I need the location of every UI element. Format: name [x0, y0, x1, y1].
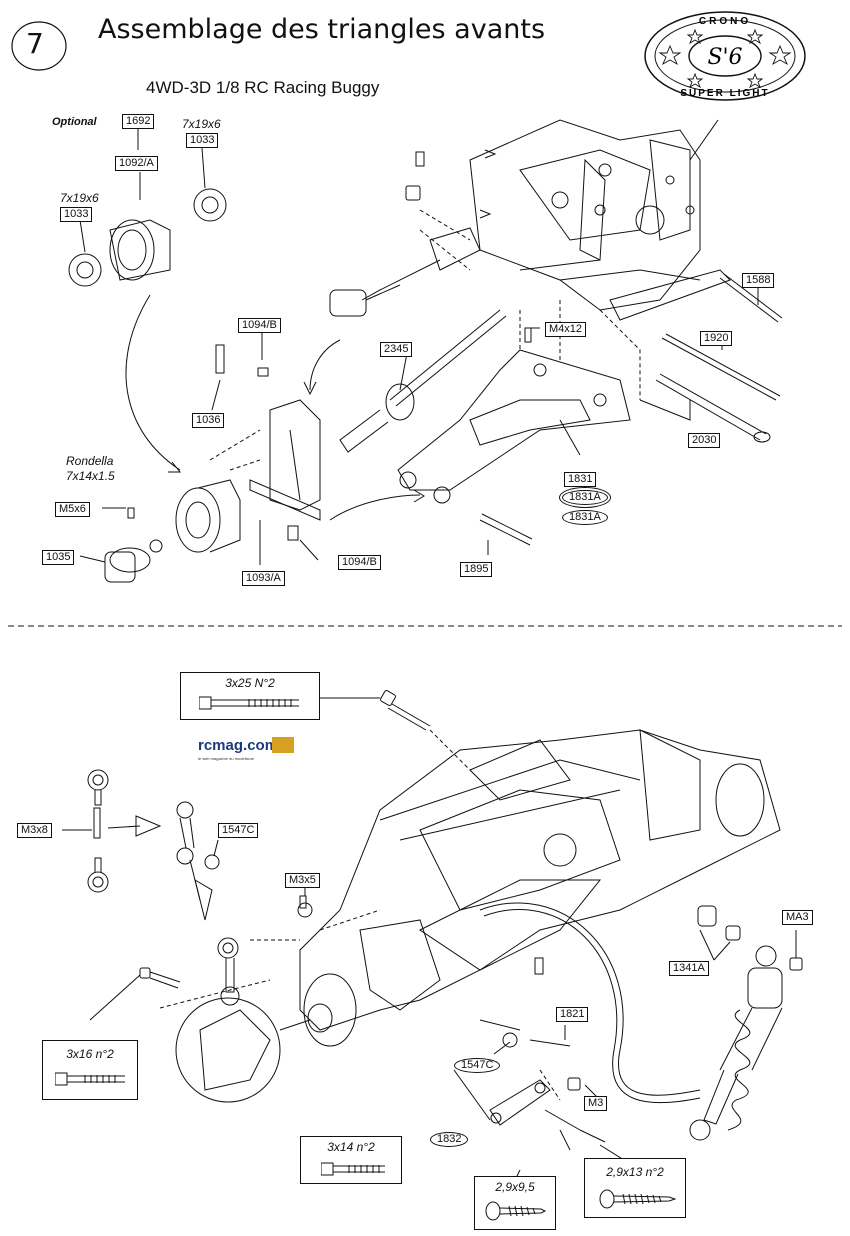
page-subtitle: 4WD-3D 1/8 RC Racing Buggy — [146, 78, 380, 97]
screw-3x25-label: 3x25 N°2 — [225, 676, 275, 690]
part-1092a: 1092/A — [115, 156, 158, 171]
screw-2-9x9-5-label: 2,9x9,5 — [495, 1180, 535, 1194]
part-1588: 1588 — [742, 273, 775, 288]
top-assembly-diagram — [68, 119, 783, 583]
bracket-drawings — [479, 957, 606, 1151]
pin-1895-drawing — [479, 513, 533, 546]
screw-3x14-label: 3x14 n°2 — [327, 1140, 375, 1154]
part-m3x5: M3x5 — [285, 873, 320, 888]
driveshaft-drawing — [339, 309, 507, 453]
part-1895: 1895 — [460, 562, 493, 577]
lower-arm-drawing — [397, 349, 631, 504]
part-ma3: MA3 — [782, 910, 813, 925]
part-1831a-double: 1831A — [562, 490, 608, 505]
small-screws — [127, 327, 532, 541]
screw-2-9x13-label: 2,9x13 n°2 — [606, 1165, 664, 1179]
part-1920: 1920 — [700, 331, 733, 346]
chassis-drawing — [299, 729, 781, 1047]
part-m4x12: M4x12 — [545, 322, 587, 337]
part-1093a: 1093/A — [242, 571, 285, 586]
watermark-brand: rcmag.com — [198, 737, 278, 754]
part-1821: 1821 — [556, 1007, 589, 1022]
part-m3x8: M3x8 — [17, 823, 52, 838]
screw-3x16-drawing — [139, 967, 181, 989]
steering-block-drawing — [249, 399, 321, 521]
screw-box-2-9x13: 2,9x13 n°2 — [584, 1158, 686, 1218]
detail-magnifier — [175, 997, 311, 1103]
part-1547c-upper: 1547C — [218, 823, 259, 838]
crono-logo: CRONO S'6 SUPER LIGHT — [644, 11, 806, 101]
lower-hub-drawing — [104, 479, 241, 583]
section-divider — [8, 625, 842, 627]
screw-box-2-9x9-5: 2,9x9,5 — [474, 1176, 556, 1230]
part-1547c-lower: 1547C — [454, 1058, 501, 1073]
front-bulkhead-drawing — [469, 119, 731, 321]
rcmag-watermark: rcmag.com le web magazine du modelisme — [196, 735, 296, 763]
screw-3x25-drawing — [380, 690, 431, 731]
antenna-wire-drawing — [479, 902, 701, 1104]
upper-arm-drawing — [329, 227, 481, 317]
header-rule — [10, 88, 140, 90]
bottom-guide-lines — [159, 729, 561, 1101]
part-m3: M3 — [584, 1096, 608, 1111]
screw-box-3x14: 3x14 n°2 — [300, 1136, 402, 1184]
bottom-leader-lines — [62, 697, 797, 1191]
part-1094b-bottom: 1094/B — [338, 555, 381, 570]
bearing-size-right: 7x19x6 — [182, 117, 221, 131]
optional-label: Optional — [52, 116, 97, 128]
badge-center-text: S'6 — [707, 45, 742, 70]
part-1692: 1692 — [122, 114, 155, 129]
screw-box-3x25: 3x25 N°2 — [180, 672, 320, 720]
part-m5x6: M5x6 — [55, 502, 90, 517]
shock-absorber-drawing — [689, 945, 783, 1141]
watermark-tagline: le web magazine du modelisme — [198, 756, 255, 761]
hub-carrier-drawing — [68, 188, 227, 287]
screw-3x16-label: 3x16 n°2 — [66, 1047, 114, 1061]
top-leader-lines — [79, 126, 759, 565]
step-number: 7 — [26, 27, 44, 60]
part-1035: 1035 — [42, 550, 75, 565]
rod-end-drawings — [87, 769, 313, 1006]
part-1036: 1036 — [192, 413, 225, 428]
bearing-size-left: 7x19x6 — [60, 191, 99, 205]
page-title: Assemblage des triangles avants — [98, 14, 546, 45]
set-screw-drawings — [405, 149, 497, 219]
part-1341a: 1341A — [669, 961, 709, 976]
assembly-arrows — [125, 294, 425, 521]
part-1831: 1831 — [564, 472, 597, 487]
part-2345: 2345 — [380, 342, 413, 357]
bushing-drawings — [697, 905, 803, 971]
bottom-arrows — [107, 815, 213, 921]
bottom-assembly-diagram — [62, 690, 803, 1191]
hinge-pin-drawings — [655, 273, 783, 443]
part-1831a: 1831A — [562, 510, 608, 525]
rondella-label: Rondella — [66, 454, 114, 468]
screw-box-3x16: 3x16 n°2 — [42, 1040, 138, 1100]
top-guide-lines — [209, 209, 641, 471]
part-1033-left: 1033 — [60, 207, 93, 222]
part-1832: 1832 — [430, 1132, 469, 1147]
part-2030: 2030 — [688, 433, 721, 448]
rondella-size: 7x14x1.5 — [66, 469, 115, 483]
part-1033-right: 1033 — [186, 133, 219, 148]
part-1094b-top: 1094/B — [238, 318, 281, 333]
badge-top-text: CRONO — [699, 16, 751, 27]
badge-bottom-text: SUPER LIGHT — [680, 88, 769, 99]
step-number-circle — [11, 21, 67, 71]
